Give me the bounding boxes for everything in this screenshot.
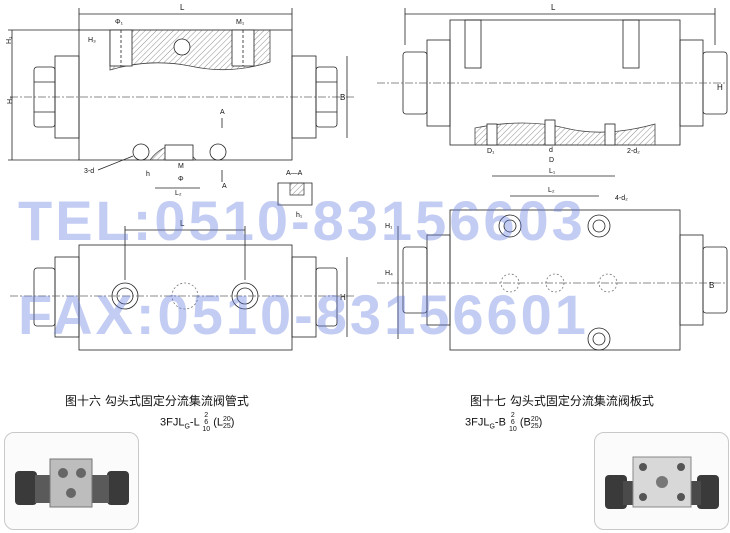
fig17-label-H1: H₁ (385, 223, 393, 230)
fig16-label-M1: M₁ (236, 19, 245, 26)
fig16-label-L-mid: L (180, 219, 185, 228)
fig17-valve-body-section (377, 19, 728, 146)
fig16-label-phi: Φ (178, 176, 184, 183)
fig16-valve-body-section (10, 29, 355, 161)
fig16-label-H-mid: H (340, 293, 346, 302)
fig16-drawing: L H₁ H₃ H₂ B Φ₁ M₁ A A 3-d h M (6, 3, 355, 351)
fig16-label-L2: L₂ (175, 190, 182, 197)
fig17-label-L2: L₂ (548, 187, 555, 194)
fig17-label-L: L (551, 3, 556, 12)
fig16-label-A-bot: A (222, 183, 227, 190)
fig17-label-B: B (709, 281, 714, 290)
fig16-label-B: B (340, 93, 345, 102)
fig17-caption: 图十七 勾头式固定分流集流阀板式 (470, 394, 654, 408)
fig16-label-phi1: Φ₁ (115, 19, 124, 26)
fig16-label-AA: A—A (286, 170, 303, 177)
fig17-valve-body-top-view (377, 195, 728, 351)
fig16-label-H1: H₁ (6, 36, 13, 44)
fig16-product-photo (4, 432, 139, 530)
fig17-label-H4: H₄ (385, 270, 393, 277)
fig17-label-2d2: 2-d₂ (627, 148, 640, 155)
fig17-label-4d2: 4-d₂ (615, 195, 628, 202)
fig16-hex-end-left (33, 55, 80, 139)
fig17-label-D1: D₁ (487, 148, 495, 155)
fig17-label-d: d (549, 147, 553, 154)
fig16-label-H2: H₂ (7, 96, 14, 104)
fig16-hex-end-right (291, 55, 338, 139)
fig17-label-H: H (717, 83, 723, 92)
fig16-valve-body-top-view: L H (10, 219, 355, 351)
fig17-label-D: D (549, 157, 554, 164)
fig16-label-M: M (178, 163, 184, 170)
fig16-label-A-top: A (220, 109, 225, 116)
fig16-label-h: h (146, 171, 150, 178)
fig17-dimension-L: L (404, 3, 716, 45)
fig16-label-h1: h₁ (296, 212, 303, 219)
fig16-dimension-L: L (78, 3, 293, 30)
fig16-label-H3: H₃ (88, 37, 96, 44)
fig16-label-L: L (180, 3, 185, 12)
fig16-caption: 图十六 勾头式固定分流集流阀管式 (65, 394, 249, 408)
fig17-drawing: L H D₁ d D 2-d₂ L₁ L₂ 4-d₂ H₁ H₄ B (377, 3, 728, 351)
fig17-product-photo (594, 432, 729, 530)
fig17-label-L1: L₁ (549, 168, 556, 175)
fig16-label-3d: 3-d (84, 168, 94, 175)
